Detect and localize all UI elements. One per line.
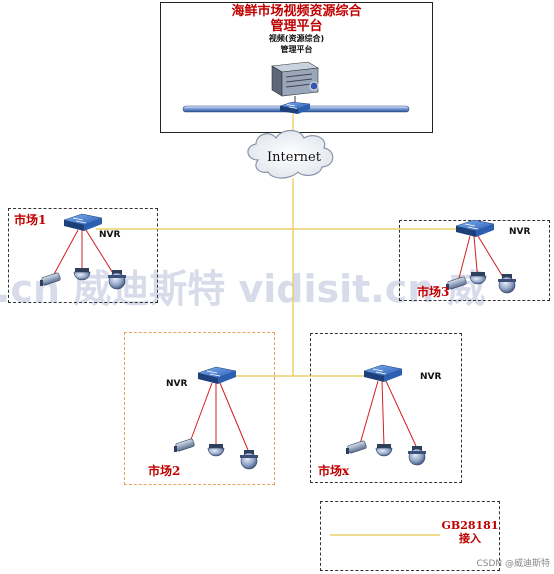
market-3-nvr-label: NVR: [509, 227, 531, 237]
dome-camera-icon: [375, 444, 393, 457]
platform-title-line2: 管理平台: [270, 19, 323, 34]
internet-cloud-icon: [247, 129, 334, 179]
market-2-nvr-label: NVR: [166, 379, 188, 389]
legend-label-line2: 接入: [459, 532, 481, 545]
gb28181-links: [96, 114, 466, 536]
nvr-switch-icon: [363, 364, 403, 382]
legend-label: GB28181 接入: [440, 519, 500, 545]
bullet-camera-icon: [40, 272, 61, 286]
ptz-camera-icon: [108, 270, 126, 290]
dome-camera-icon: [207, 444, 225, 457]
market-2-label: 市场2: [148, 464, 181, 478]
market-3-label: 市场3: [417, 285, 450, 299]
market-x-label: 市场x: [318, 464, 350, 478]
ptz-camera-icon: [408, 446, 426, 466]
server-icon: [271, 61, 319, 106]
bullet-camera-icon: [446, 276, 467, 290]
nvr-switch-icon: [455, 219, 495, 237]
platform-title: 海鲜市场视频资源综合 管理平台: [160, 4, 433, 34]
platform-switch-icon: [279, 101, 311, 114]
bullet-camera-icon: [346, 440, 367, 454]
market-1-nvr-label: NVR: [99, 230, 121, 240]
ptz-camera-icon: [498, 274, 516, 294]
market-1-label: 市场1: [14, 213, 47, 227]
market-x-nvr-label: NVR: [420, 372, 442, 382]
nvr-switch-icon: [197, 366, 237, 384]
dome-camera-icon: [469, 272, 487, 285]
server-label-line2: 管理平台: [280, 45, 313, 54]
dome-camera-icon: [73, 268, 91, 281]
legend-label-line1: GB28181: [441, 519, 499, 532]
market-2-box: [124, 332, 275, 485]
internet-label: Internet: [267, 150, 321, 165]
server-label: 视频(资源综合) 管理平台: [160, 33, 433, 55]
legend-box: [320, 501, 500, 571]
platform-title-line1: 海鲜市场视频资源综合: [231, 4, 362, 19]
bullet-camera-icon: [174, 438, 195, 452]
nvr-switch-icon: [63, 213, 103, 231]
market-x-box: [310, 333, 462, 483]
market-1-box: [8, 208, 158, 303]
camera-cables: [51, 229, 507, 451]
ptz-camera-icon: [240, 450, 258, 470]
credit-text: CSDN @威迪斯特: [476, 559, 550, 569]
server-label-line1: 视频(资源综合): [268, 34, 325, 43]
